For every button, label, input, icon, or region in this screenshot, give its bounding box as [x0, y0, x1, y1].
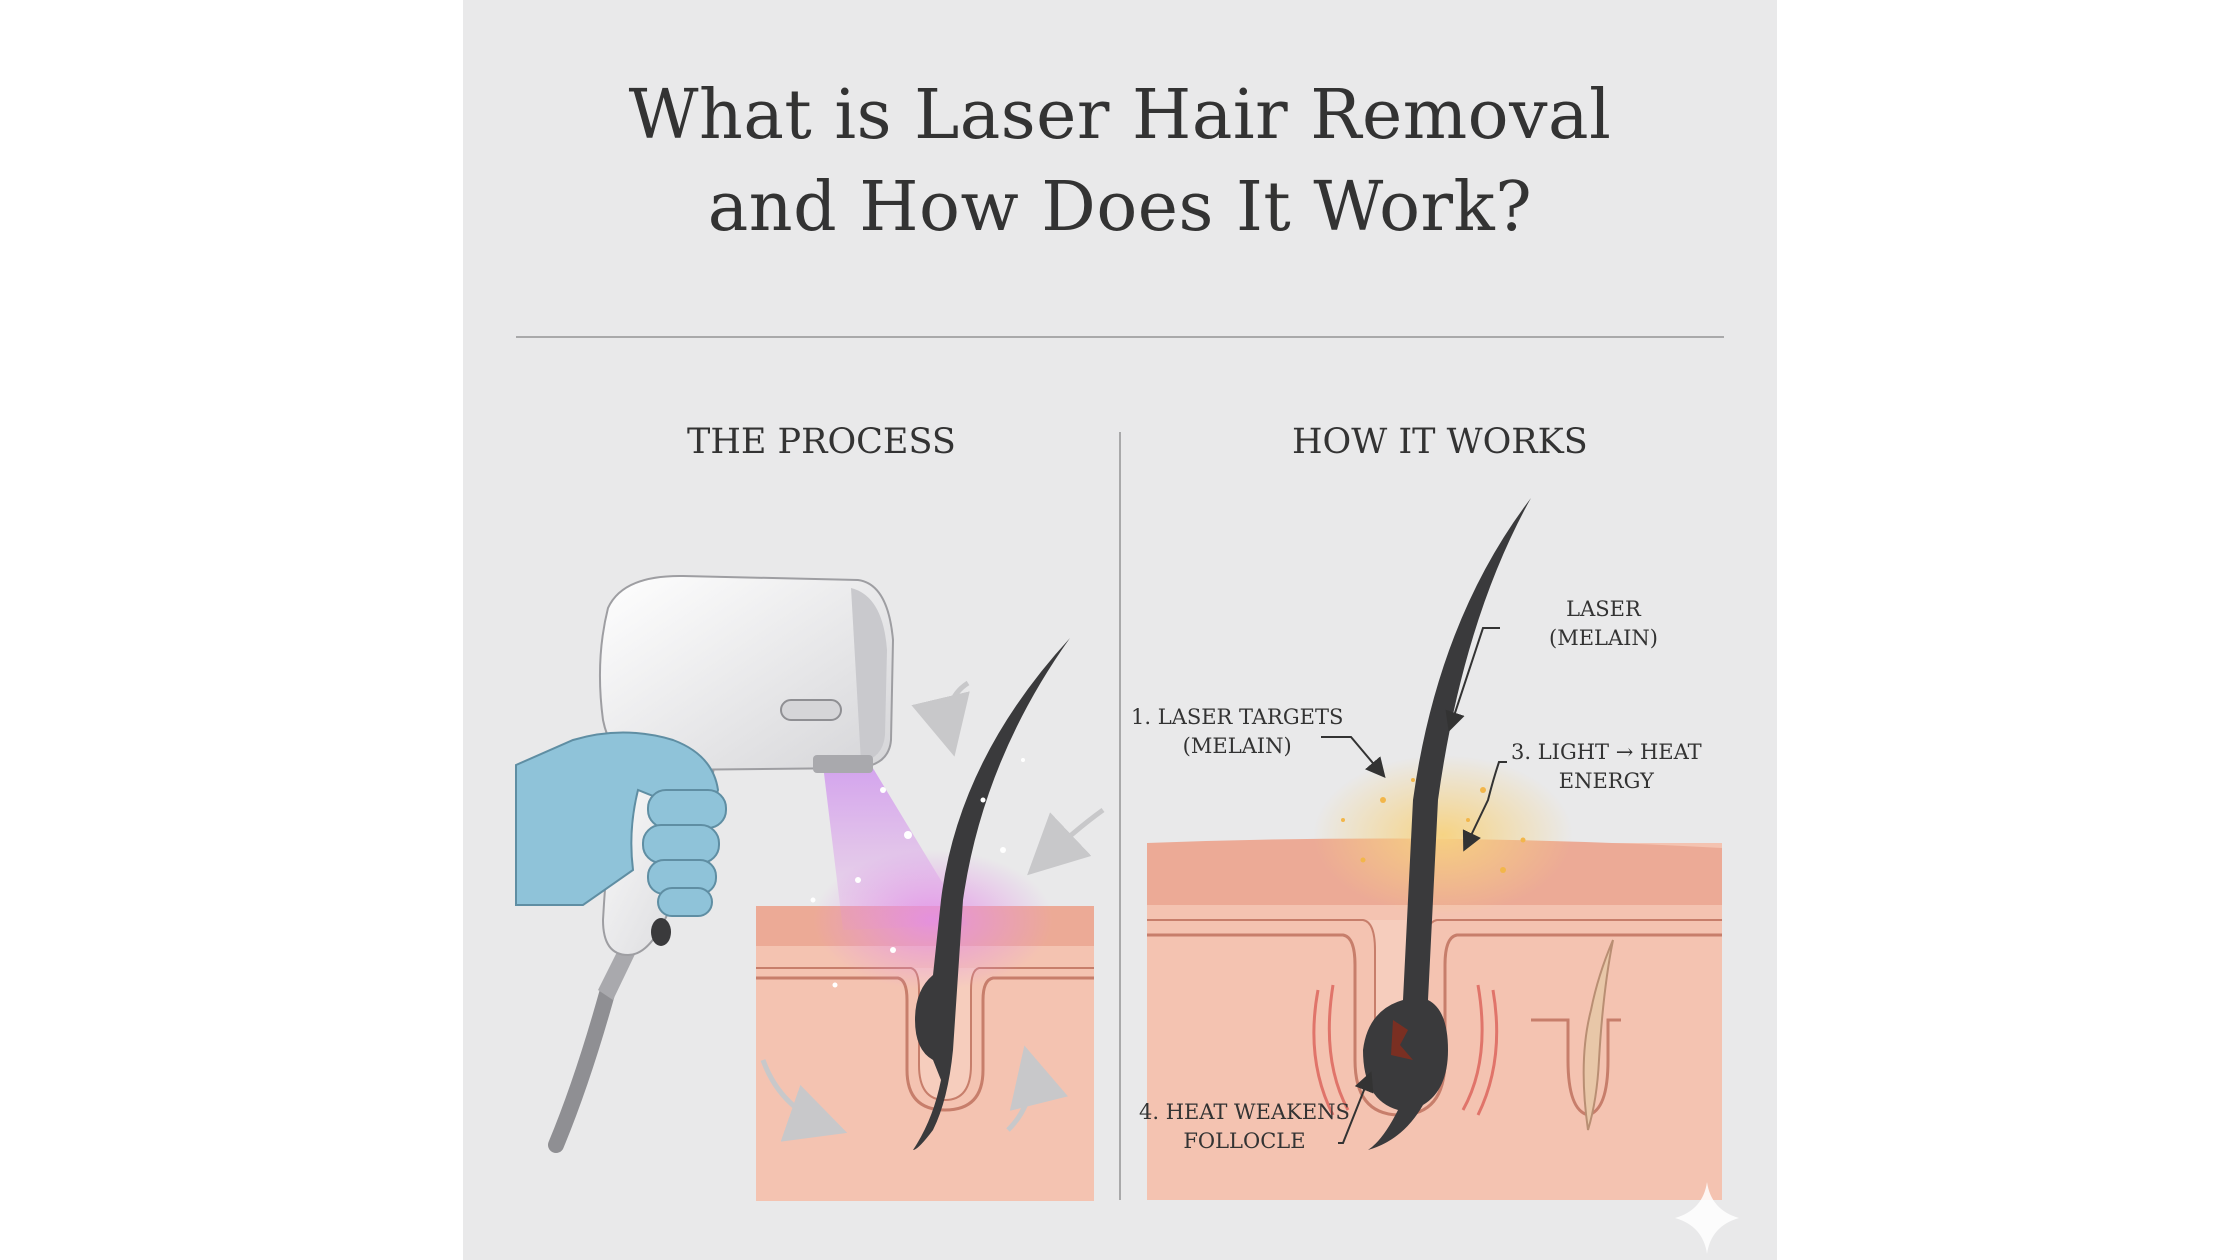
callout-line-laser	[1445, 627, 1500, 732]
heat-glow	[1313, 755, 1573, 915]
infographic-panel: What is Laser Hair Removal and How Does …	[463, 0, 1777, 1260]
motion-arrow-icon	[1006, 1045, 1069, 1132]
label-heat-weakens: 4. HEAT WEAKENS FOLLOCLE	[1139, 1100, 1350, 1153]
title-divider	[516, 336, 1724, 338]
gloved-hand-icon	[515, 731, 727, 917]
motion-arrow-icon	[1027, 807, 1105, 876]
motion-arrow-icon	[911, 680, 970, 757]
damage-mark	[1391, 1020, 1413, 1060]
sparkle-icon	[1341, 778, 1526, 873]
title-line-2: and How Does It Work?	[707, 168, 1533, 247]
section-title-process: THE PROCESS	[687, 422, 956, 462]
page-title: What is Laser Hair Removal and How Does …	[463, 70, 1777, 254]
hair-icon	[913, 638, 1070, 1150]
section-title-how-it-works: HOW IT WORKS	[1292, 422, 1588, 462]
label-light-heat: 3. LIGHT → HEAT ENERGY	[1511, 740, 1702, 793]
laser-beam	[823, 760, 968, 930]
watermark-sparkle-icon	[1675, 1182, 1739, 1254]
motion-arrow-icon	[760, 1059, 848, 1142]
callout-line-light-heat	[1462, 761, 1507, 852]
callout-line-heat-weakens	[1338, 1071, 1374, 1144]
sparkle-icon	[810, 758, 1025, 988]
hair-follicle-icon	[1363, 498, 1531, 1150]
section-divider	[1119, 432, 1121, 1200]
label-laser: LASER (MELAIN)	[1549, 597, 1658, 650]
label-laser-targets: 1. LASER TARGETS (MELAIN)	[1131, 705, 1344, 758]
illustration	[515, 498, 1739, 1254]
title-line-1: What is Laser Hair Removal	[628, 76, 1612, 155]
callout-line-targets	[1321, 736, 1386, 779]
